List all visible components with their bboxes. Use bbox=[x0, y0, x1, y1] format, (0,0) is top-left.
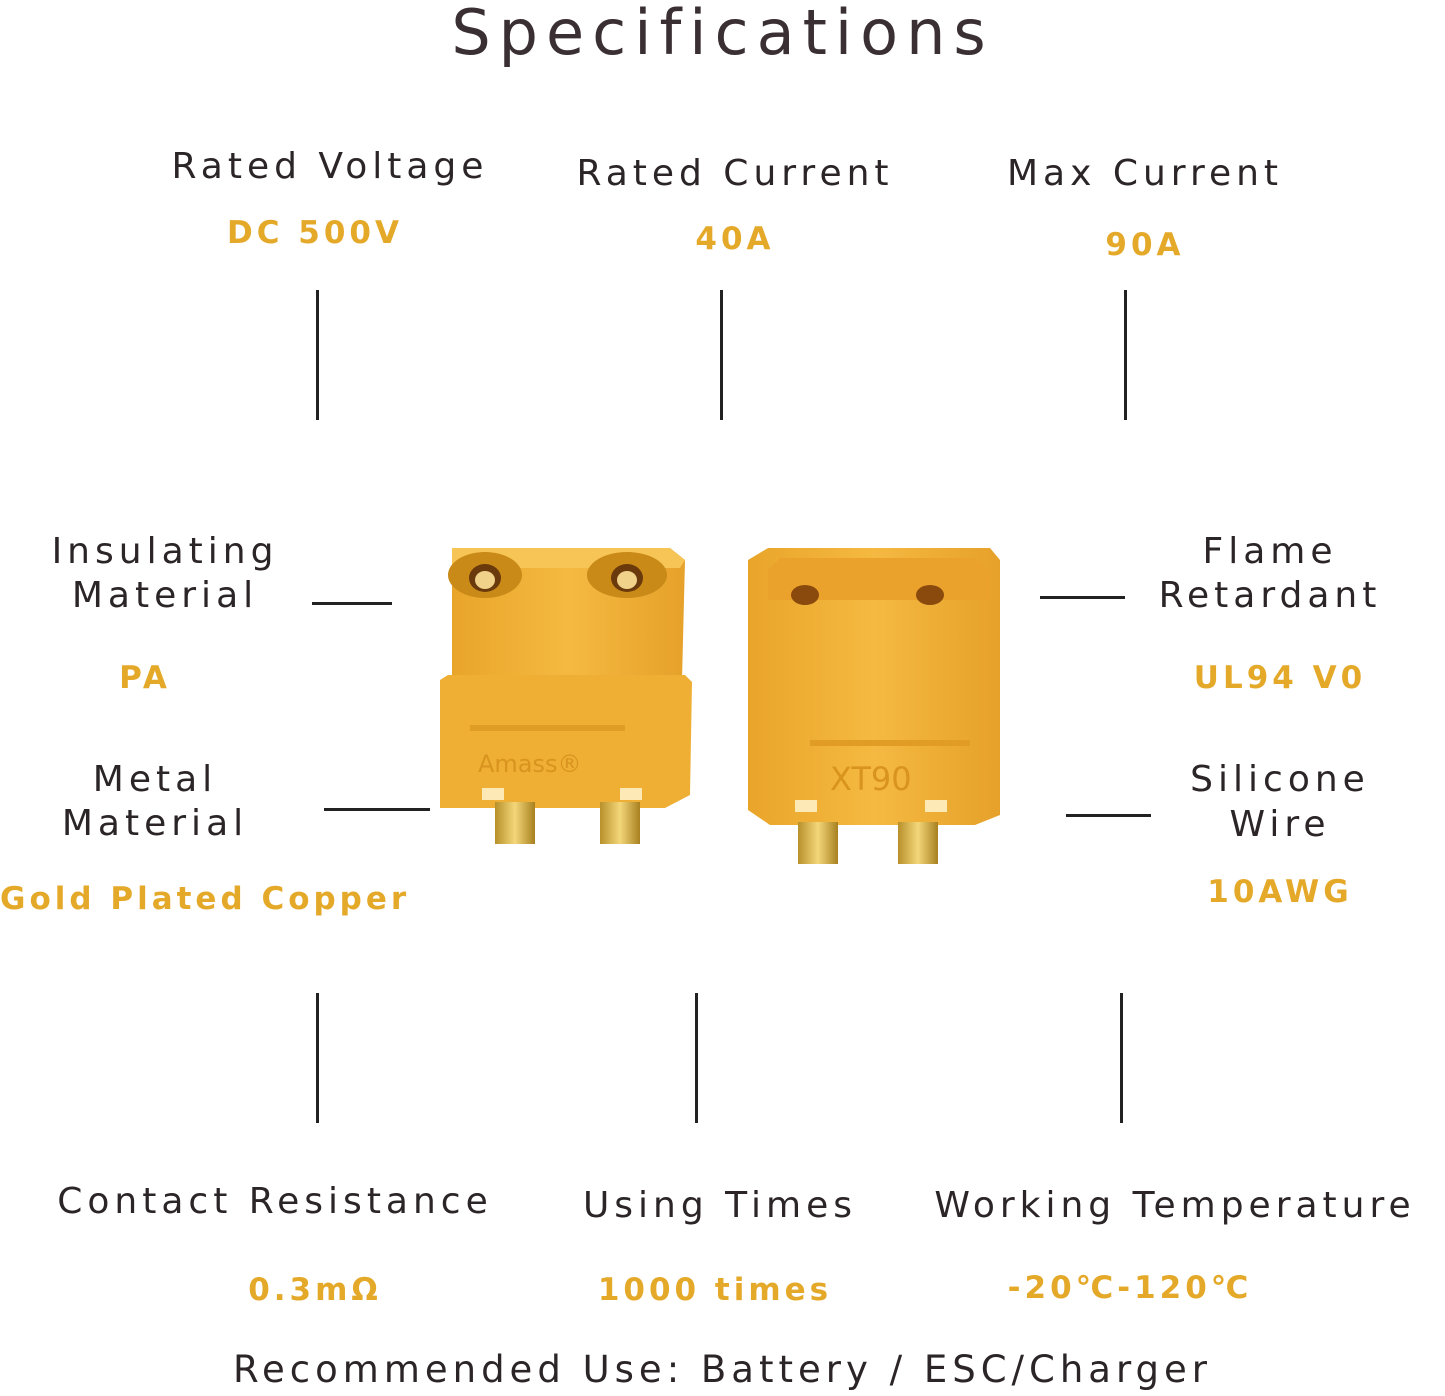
insulating-material-connector-line bbox=[312, 602, 392, 605]
contact-resistance-label: Contact Resistance bbox=[57, 1181, 493, 1222]
flame-retardant-label-line1: Flame bbox=[1202, 531, 1338, 572]
using-times-value: 1000 times bbox=[597, 1272, 833, 1308]
recommended-use-text: Recommended Use: Battery / ESC/Charger bbox=[232, 1348, 1212, 1391]
flame-retardant-label-line2: Retardant bbox=[1158, 575, 1382, 616]
max-current-label: Max Current bbox=[1006, 153, 1284, 194]
insulating-material-label-line2: Material bbox=[71, 575, 259, 616]
silicone-wire-label-line2: Wire bbox=[1229, 804, 1331, 845]
female-brand-marking: Amass® bbox=[478, 750, 582, 778]
silicone-wire-connector-line bbox=[1066, 814, 1151, 817]
contact-resistance-connector-line bbox=[316, 993, 319, 1123]
insulating-material-value: PA bbox=[119, 660, 171, 696]
male-model-marking: XT90 bbox=[830, 760, 912, 798]
rated-voltage-label: Rated Voltage bbox=[171, 146, 489, 187]
female-connector: Amass® bbox=[440, 548, 692, 844]
page-title: Specifications bbox=[451, 0, 994, 69]
using-times-connector-line bbox=[695, 993, 698, 1123]
working-temperature-connector-line bbox=[1120, 993, 1123, 1123]
silicone-wire-label-line1: Silicone bbox=[1190, 759, 1370, 800]
rated-current-value: 40A bbox=[695, 221, 775, 257]
rated-current-label: Rated Current bbox=[576, 153, 894, 194]
working-temperature-value: -20℃-120℃ bbox=[1007, 1270, 1253, 1306]
rated-voltage-connector-line bbox=[316, 290, 319, 420]
xt90-connector-pair-image: Amass® XT90 bbox=[440, 548, 1000, 864]
metal-material-label-line1: Metal bbox=[92, 759, 218, 800]
working-temperature-label: Working Temperature bbox=[934, 1185, 1416, 1226]
metal-material-connector-line bbox=[324, 808, 430, 811]
male-connector: XT90 bbox=[748, 548, 1000, 864]
contact-resistance-value: 0.3mΩ bbox=[248, 1272, 382, 1308]
rated-current-connector-line bbox=[720, 290, 723, 420]
metal-material-value: Gold Plated Copper bbox=[0, 881, 411, 917]
rated-voltage-value: DC 500V bbox=[227, 215, 403, 251]
insulating-material-label-line1: Insulating bbox=[51, 531, 279, 572]
max-current-connector-line bbox=[1124, 290, 1127, 420]
using-times-label: Using Times bbox=[582, 1185, 858, 1226]
metal-material-label-line2: Material bbox=[61, 803, 249, 844]
flame-retardant-value: UL94 V0 bbox=[1193, 660, 1367, 696]
silicone-wire-value: 10AWG bbox=[1207, 874, 1353, 910]
max-current-value: 90A bbox=[1105, 227, 1185, 263]
flame-retardant-connector-line bbox=[1040, 596, 1125, 599]
